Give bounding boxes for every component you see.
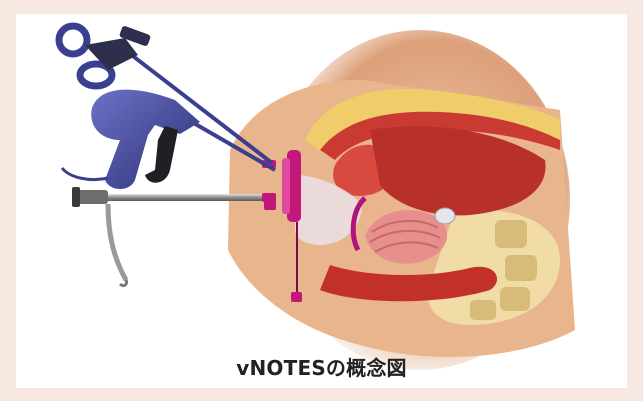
figure-caption: vNOTESの概念図 <box>0 352 643 381</box>
